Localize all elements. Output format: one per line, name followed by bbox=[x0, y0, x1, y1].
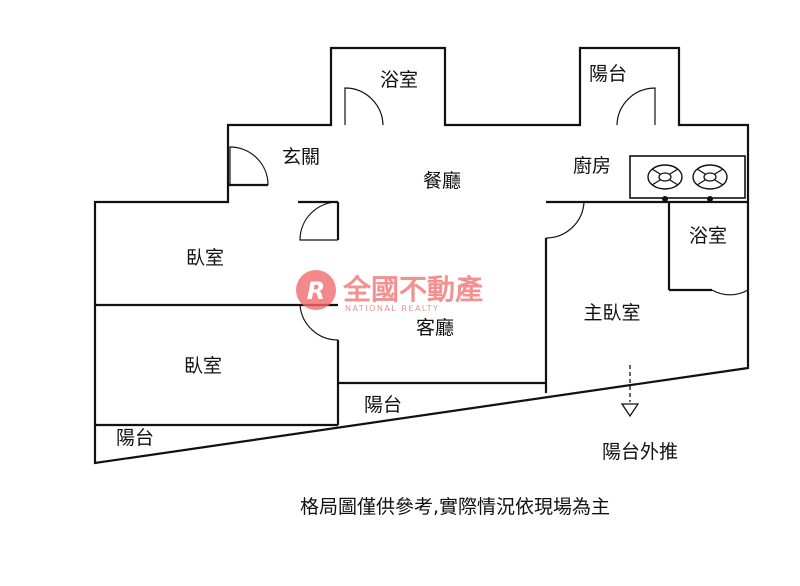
room-label-balcony-top: 陽台 bbox=[589, 63, 627, 85]
room-label-foyer: 玄關 bbox=[282, 146, 320, 168]
room-label-balcony-middle: 陽台 bbox=[364, 394, 402, 416]
master-bedroom-door bbox=[545, 201, 585, 239]
master-bath-door bbox=[711, 255, 749, 296]
bath-top-door bbox=[344, 87, 384, 126]
room-label-bath-top: 浴室 bbox=[380, 69, 418, 91]
extension-arrow bbox=[620, 365, 640, 418]
brand-name: 全國不動產 bbox=[342, 273, 483, 306]
brand-logo-icon bbox=[296, 270, 336, 310]
balcony-extension-note: 陽台外推 bbox=[602, 441, 678, 463]
foyer-door bbox=[229, 146, 269, 186]
bedroom-2-door bbox=[299, 304, 339, 341]
room-label-dining: 餐廳 bbox=[423, 170, 461, 192]
room-label-living: 客廳 bbox=[416, 317, 454, 339]
room-label-balcony-left: 陽台 bbox=[116, 427, 154, 449]
doors bbox=[229, 87, 749, 341]
room-label-bath-right: 浴室 bbox=[689, 225, 727, 247]
stove bbox=[629, 155, 746, 202]
bedroom-1-door bbox=[299, 201, 339, 241]
room-label-bedroom-2: 臥室 bbox=[184, 355, 222, 377]
room-label-master-bedroom: 主臥室 bbox=[583, 302, 640, 324]
balcony-top-door bbox=[616, 87, 656, 126]
burner-icon bbox=[647, 164, 683, 190]
brand-watermark: R 全國不動產 NATIONAL REALTY bbox=[296, 270, 483, 313]
room-label-bedroom-1: 臥室 bbox=[186, 247, 224, 269]
brand-logo-letter: R bbox=[307, 277, 325, 305]
room-label-kitchen: 廚房 bbox=[573, 154, 611, 177]
burner-icon bbox=[692, 164, 728, 190]
disclaimer-text: 格局圖僅供參考,實際情況依現場為主 bbox=[300, 496, 610, 518]
brand-english: NATIONAL REALTY bbox=[345, 304, 440, 313]
